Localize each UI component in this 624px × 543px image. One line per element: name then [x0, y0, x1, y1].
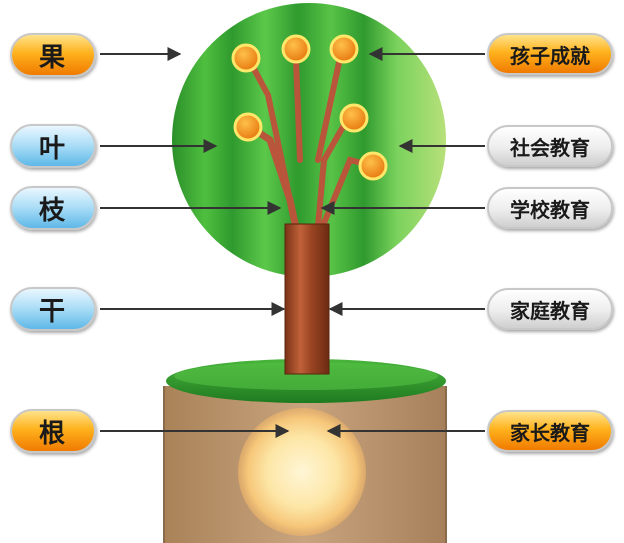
fruit [231, 43, 261, 73]
label-family-education: 家庭教育 [487, 288, 613, 330]
label-social-education: 社会教育 [487, 125, 613, 167]
fruit [339, 103, 369, 133]
label-fruit: 果 [10, 33, 96, 77]
label-root: 根 [10, 409, 96, 453]
fruits [231, 34, 388, 181]
left-arrows [100, 47, 290, 438]
fruit [281, 34, 311, 64]
label-branch: 枝 [10, 186, 96, 230]
label-leaf: 叶 [10, 124, 96, 168]
root-glow [238, 408, 366, 536]
fruit [329, 34, 359, 64]
label-trunk: 干 [10, 287, 96, 331]
right-arrows [320, 47, 485, 438]
fruit [233, 112, 263, 142]
label-school-education: 学校教育 [487, 187, 613, 229]
label-parent-education: 家长教育 [487, 410, 613, 452]
fruit [358, 151, 388, 181]
label-child-achievement: 孩子成就 [487, 33, 613, 75]
tree-branches [245, 55, 373, 232]
tree-trunk [284, 223, 330, 375]
